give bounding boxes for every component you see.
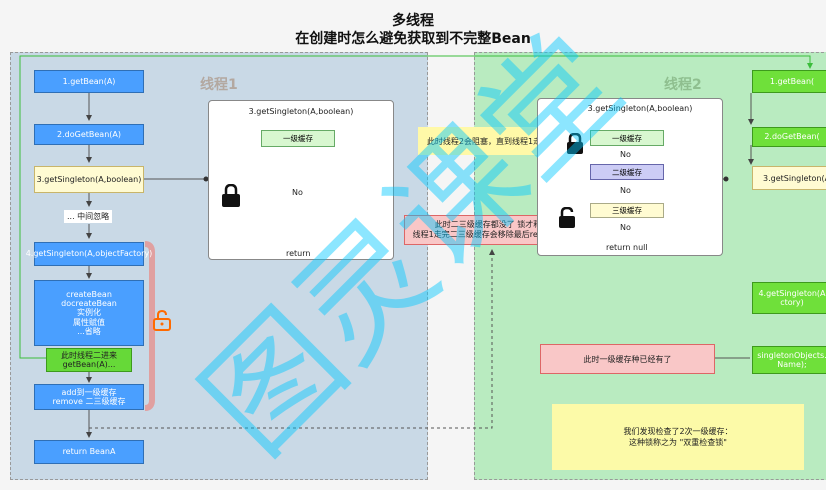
thread1-return-label: return xyxy=(286,249,311,258)
thread1-get-singleton-panel xyxy=(208,100,394,260)
thread2-get-bean: 1.getBean( xyxy=(752,70,826,93)
lock-open-icon xyxy=(150,308,174,332)
thread2-singleton-objects: singletonObjects. Name); xyxy=(752,346,826,374)
thread1-do-get-bean: 2.doGetBean(A) xyxy=(34,124,144,145)
thread1-no-label: No xyxy=(292,188,303,197)
thread2-label: 线程2 xyxy=(664,77,702,93)
note-already-cached: 此时一级缓存种已经有了 xyxy=(540,344,715,374)
lock-closed-icon xyxy=(565,132,585,155)
thread1-create-bean: createBean docreateBean 实例化 属性赋值 ...省略 xyxy=(34,280,144,346)
thread2-do-get-bean: 2.doGetBean( xyxy=(752,127,826,147)
thread1-get-bean: 1.getBean(A) xyxy=(34,70,144,93)
thread2-level3-cache: 三级缓存 xyxy=(590,203,664,218)
thread2-level1-cache: 一级缓存 xyxy=(590,130,664,146)
thread1-add-cache: add到一级缓存 remove 二三级缓存 xyxy=(34,384,144,410)
thread2-no1: No xyxy=(620,150,631,159)
note-double-check-lock: 我们发现检查了2次一级缓存： 这种锁称之为 "双重检查锁" xyxy=(552,404,804,470)
note-thread2-blocked: 此时线程2会阻塞，直到线程1走完 xyxy=(418,127,558,155)
lock-open-icon xyxy=(557,206,577,229)
thread2-return-null: return null xyxy=(606,243,648,252)
thread2-get-singleton-factory: 4.getSingleton(A ctory) xyxy=(752,282,826,314)
thread1-panel-title: 3.getSingleton(A,boolean) xyxy=(248,107,354,116)
thread1-get-singleton: 3.getSingleton(A,boolean) xyxy=(34,166,144,193)
thread2-get-singleton: 3.getSingleton(A xyxy=(752,166,826,190)
diagram-subtitle: 在创建时怎么避免获取到不完整Bean xyxy=(295,31,531,47)
thread2-level2-cache: 二级缓存 xyxy=(590,164,664,180)
diagram-title: 多线程 xyxy=(392,13,434,29)
thread1-level1-cache: 一级缓存 xyxy=(261,130,335,147)
thread1-return-bean: return BeanA xyxy=(34,440,144,464)
lock-closed-icon xyxy=(220,183,242,208)
thread1-get-singleton-factory: 4.getSingleton(A,objectFactory) xyxy=(26,242,152,266)
thread2-panel-title: 3.getSingleton(A,boolean) xyxy=(587,104,693,113)
thread2-no2: No xyxy=(620,186,631,195)
thread1-middle-skip: ... 中间忽略 xyxy=(64,210,113,223)
thread2-no3: No xyxy=(620,223,631,232)
thread1-label: 线程1 xyxy=(200,77,238,93)
thread1-thread2-enters: 此时线程二进来 getBean(A)... xyxy=(46,348,132,372)
